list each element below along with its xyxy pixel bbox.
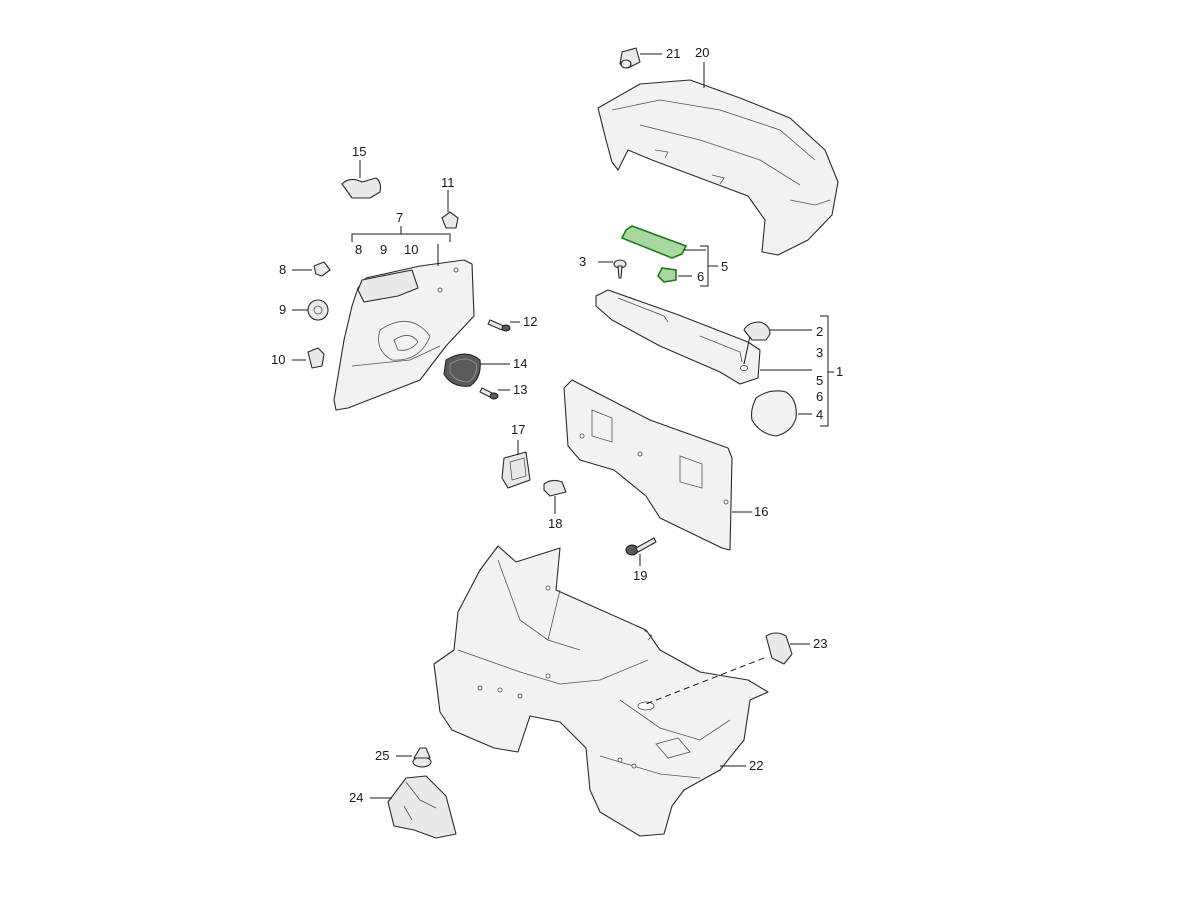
callout-20: 20: [695, 45, 709, 60]
part-10-clip[interactable]: [307, 347, 325, 369]
part-25-nut[interactable]: [412, 747, 432, 768]
part-23-cover[interactable]: [765, 632, 793, 665]
part-2-cap[interactable]: [743, 321, 771, 341]
callout-18: 18: [548, 516, 562, 531]
callout-11: 11: [441, 175, 455, 190]
callout-25: 25: [375, 748, 389, 763]
part-12-screw[interactable]: [487, 319, 511, 332]
part-15-cover[interactable]: [341, 177, 382, 199]
callout-3-left: 3: [579, 254, 586, 269]
callout-15: 15: [352, 144, 366, 159]
part-9-grommet[interactable]: [307, 299, 329, 321]
callout-19: 19: [633, 568, 647, 583]
part-24-trim-block[interactable]: [387, 775, 457, 839]
callout-24: 24: [349, 790, 363, 805]
part-21-clip[interactable]: [619, 47, 641, 69]
part-5-pad[interactable]: [620, 225, 688, 259]
callout-14: 14: [513, 356, 527, 371]
callout-21: 21: [666, 46, 680, 61]
part-18-plug[interactable]: [543, 479, 567, 497]
callout-3-right: 3: [816, 345, 823, 360]
part-3-screw[interactable]: [613, 259, 627, 279]
callout-4: 4: [816, 407, 823, 422]
part-1-rail[interactable]: [595, 289, 761, 385]
callout-1: 1: [836, 364, 843, 379]
part-20-rear-shelf[interactable]: [597, 79, 839, 256]
callout-7: 7: [396, 210, 403, 225]
callout-10-left: 10: [271, 352, 285, 367]
callout-22: 22: [749, 758, 763, 773]
callout-6-upper: 6: [697, 269, 704, 284]
group-7-ref-9: 9: [380, 242, 387, 257]
callout-12: 12: [523, 314, 537, 329]
callout-16: 16: [754, 504, 768, 519]
part-6-bracket[interactable]: [657, 267, 677, 283]
part-14-speaker-grille[interactable]: [443, 353, 481, 387]
part-16-bulkhead-panel[interactable]: [563, 379, 733, 551]
part-22-floor-lining[interactable]: [433, 545, 769, 837]
part-7-side-trim[interactable]: [333, 259, 475, 411]
group-7-ref-8: 8: [355, 242, 362, 257]
callout-8-left: 8: [279, 262, 286, 277]
callout-17: 17: [511, 422, 525, 437]
part-8-clip[interactable]: [313, 261, 331, 277]
callout-13: 13: [513, 382, 527, 397]
callout-23: 23: [813, 636, 827, 651]
callout-5-upper: 5: [721, 259, 728, 274]
part-17-vent[interactable]: [501, 451, 531, 489]
callout-6-right: 6: [816, 389, 823, 404]
part-13-screw[interactable]: [479, 387, 499, 400]
callout-9-left: 9: [279, 302, 286, 317]
group-7-ref-10: 10: [404, 242, 418, 257]
part-4-cover[interactable]: [750, 390, 797, 437]
callout-2: 2: [816, 324, 823, 339]
callout-5-right: 5: [816, 373, 823, 388]
part-11-clip[interactable]: [441, 211, 459, 229]
part-19-bolt[interactable]: [625, 537, 657, 556]
